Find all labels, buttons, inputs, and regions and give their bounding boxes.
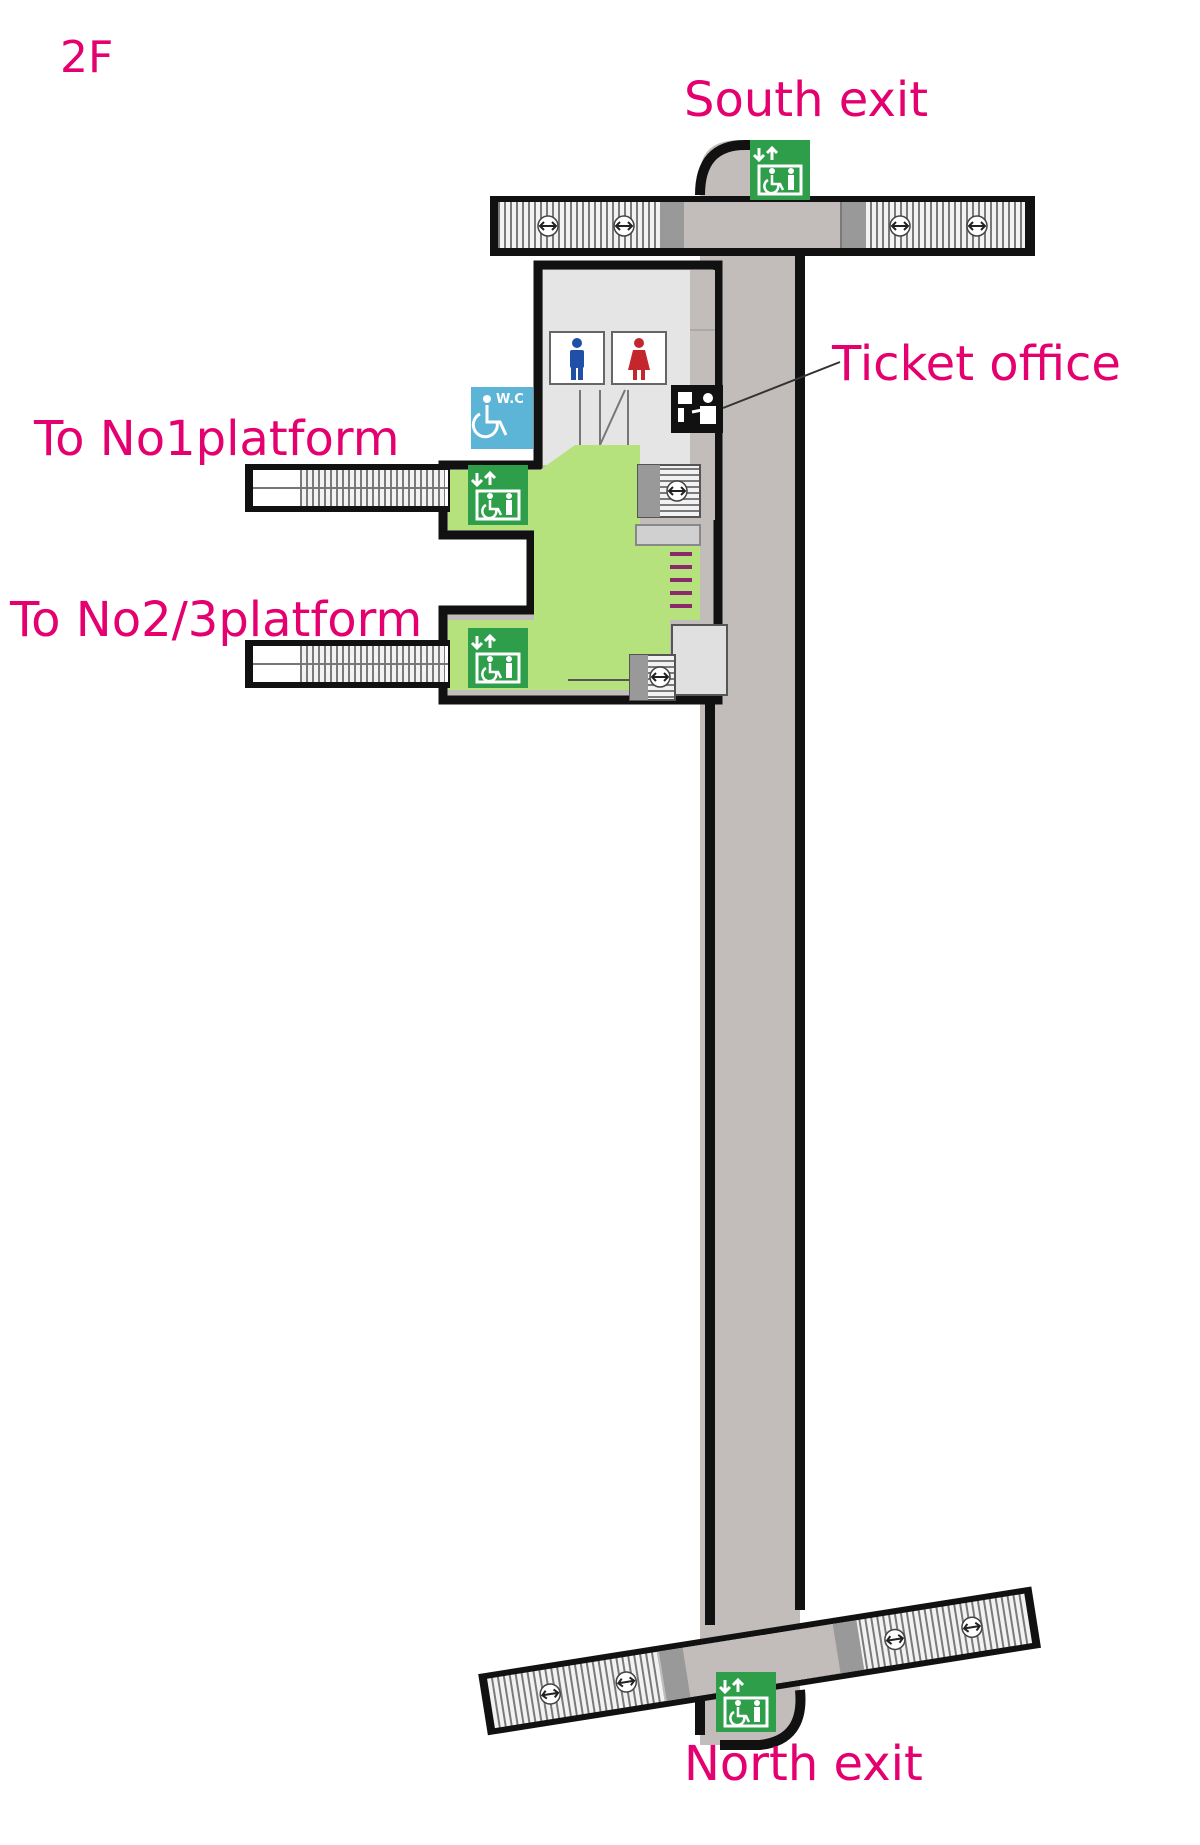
elevator-icon-platform-23 xyxy=(466,626,530,690)
wc-sign-text: W.C xyxy=(496,392,524,407)
south-bridge xyxy=(490,196,1035,256)
north-bridge xyxy=(478,1586,1041,1736)
to-no1-platform-label: To No1platform xyxy=(34,411,400,467)
north-exit-label: North exit xyxy=(684,1736,923,1792)
elevator-icon-platform-1 xyxy=(466,463,530,527)
internal-room-lower xyxy=(671,624,728,696)
escalator-icon-south-4 xyxy=(966,215,988,237)
escalator-icon-south-3 xyxy=(889,215,911,237)
female-toilet-icon xyxy=(611,331,667,385)
internal-partition xyxy=(635,524,701,546)
escalator-icon-south-2 xyxy=(613,215,635,237)
to-no23-platform-label: To No2/3platform xyxy=(10,592,423,648)
north-exit-cap xyxy=(695,1689,806,1750)
ticket-office-leader-line xyxy=(722,361,841,409)
platform-gate-markers xyxy=(670,552,692,608)
accessible-wc-icon xyxy=(471,387,533,449)
ticket-office-label: Ticket office xyxy=(832,336,1121,392)
escalator-icon-south-1 xyxy=(537,215,559,237)
elevator-icon-north xyxy=(714,1670,778,1734)
south-exit-label: South exit xyxy=(684,72,929,128)
concourse-corridor xyxy=(710,220,800,1720)
elevator-icon-south xyxy=(748,138,812,202)
ticket-office-icon xyxy=(671,385,723,433)
platform-23-stairs xyxy=(245,640,450,688)
floor-label: 2F xyxy=(60,32,114,83)
male-toilet-icon xyxy=(549,331,605,385)
platform-1-stairs xyxy=(245,464,450,512)
south-exit-cap xyxy=(695,140,755,196)
